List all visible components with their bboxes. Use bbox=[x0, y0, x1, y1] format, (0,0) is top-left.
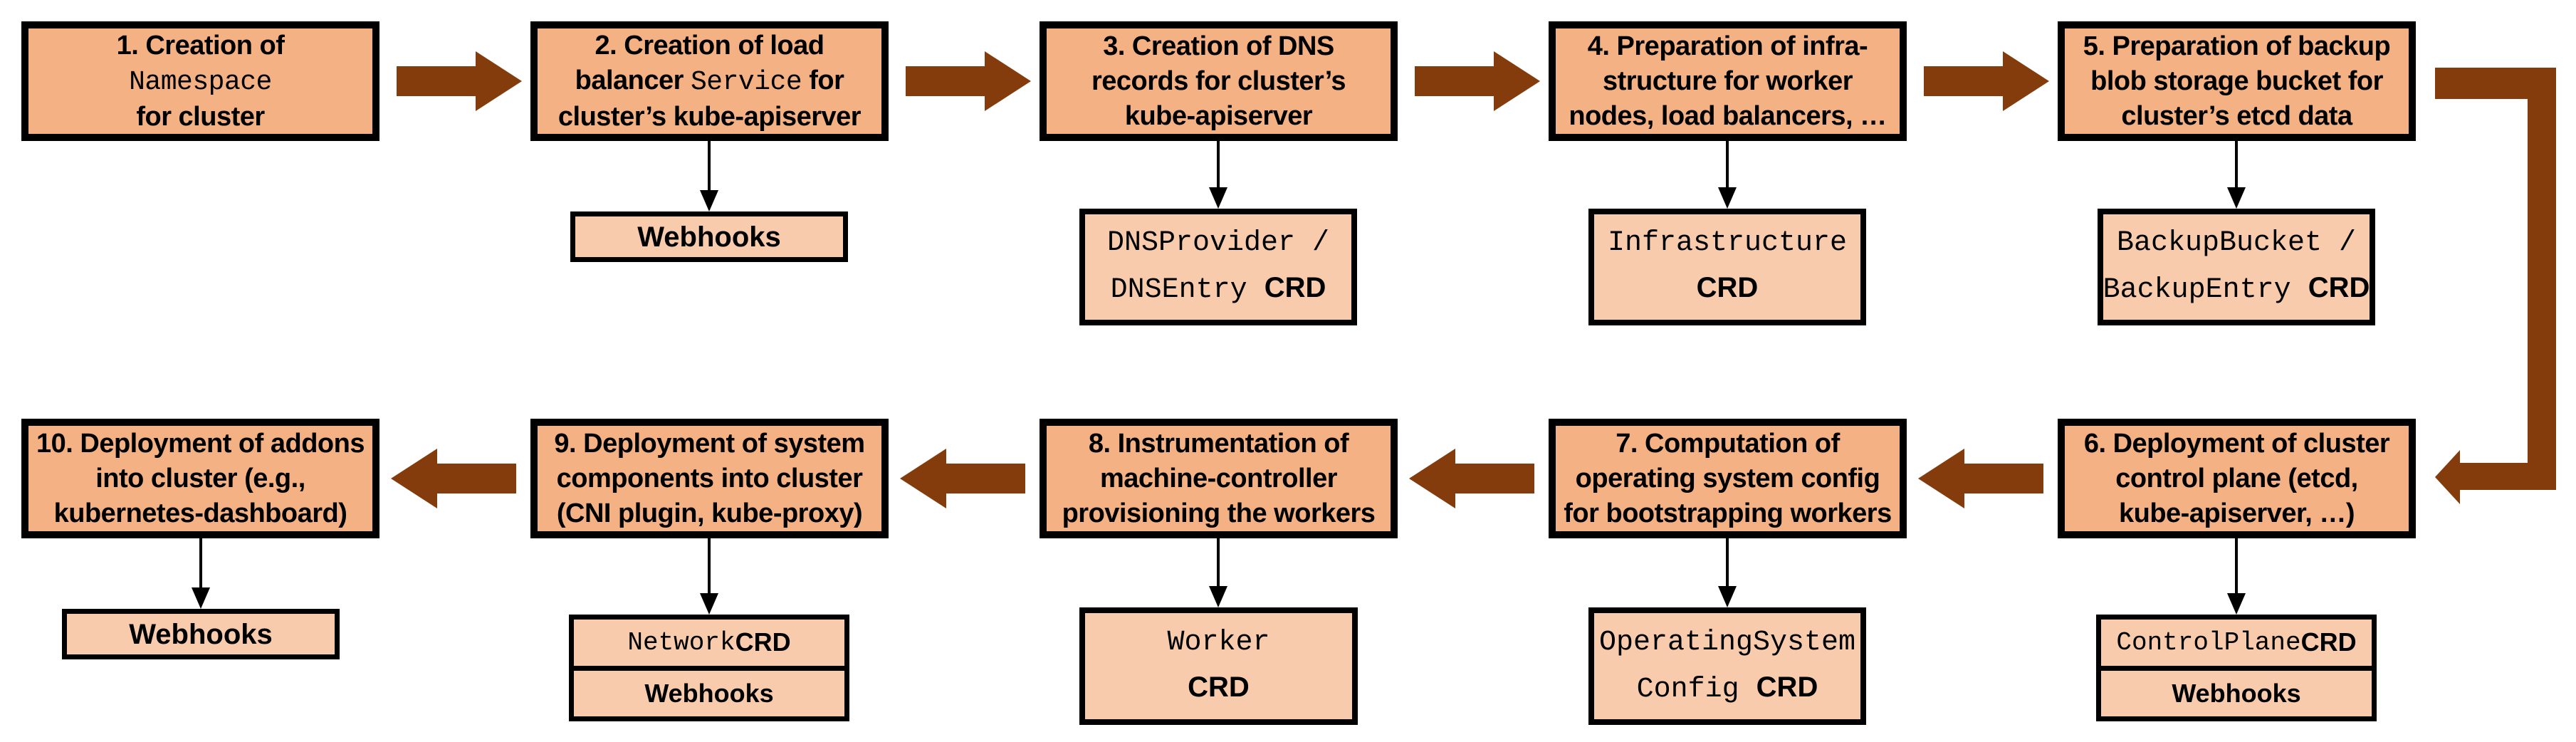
step-8-line-1: 8. Instrumentation of bbox=[1088, 428, 1349, 459]
crd-line: BackupEntry CRD bbox=[2103, 272, 2370, 306]
controlplane-crd-webhooks-stack: ControlPlane CRD Webhooks bbox=[2096, 615, 2377, 721]
connector-step-2-webhooks bbox=[700, 141, 718, 211]
step-3-line-1: 3. Creation of DNS bbox=[1103, 31, 1334, 61]
connector-step-6-crd bbox=[2227, 538, 2246, 615]
crd-line: Config CRD bbox=[1636, 671, 1818, 706]
step-2-line-3: cluster’s kube-apiserver bbox=[557, 101, 862, 132]
step-5-line-2: blob storage bucket for bbox=[2090, 66, 2383, 96]
step-9-line-1: 9. Deployment of system bbox=[554, 428, 865, 459]
step-box-9: 9. Deployment of system components into … bbox=[530, 419, 889, 538]
step-1-line-2: Namespace bbox=[129, 66, 272, 98]
step-box-2: 2. Creation of load balancer Service for… bbox=[530, 21, 889, 141]
network-crd-box: Network CRD bbox=[627, 627, 791, 657]
webhooks-label: Webhooks bbox=[637, 221, 781, 253]
step-box-5: 5. Preparation of backup blob storage bu… bbox=[2058, 21, 2416, 141]
backupbucket-backupentry-crd-box: BackupBucket / BackupEntry CRD bbox=[2098, 209, 2375, 325]
connector-step-5-crd bbox=[2227, 141, 2246, 209]
crd-line: BackupBucket / bbox=[2116, 227, 2357, 259]
webhooks-box-step-9: Webhooks bbox=[574, 665, 844, 717]
step-6-line-2: control plane (etcd, bbox=[2115, 463, 2358, 493]
step-box-8: 8. Instrumentation of machine-controller… bbox=[1040, 419, 1398, 538]
step-4-line-2: structure for worker bbox=[1602, 66, 1853, 96]
webhooks-label: Webhooks bbox=[129, 618, 273, 650]
step-6-line-1: 6. Deployment of cluster bbox=[2083, 428, 2390, 459]
crd-line: CRD bbox=[1696, 272, 1759, 303]
step-box-7: 7. Computation of operating system confi… bbox=[1549, 419, 1907, 538]
step-box-4: 4. Preparation of infra- structure for w… bbox=[1549, 21, 1907, 141]
flow-arrow-8-9 bbox=[900, 449, 1025, 508]
step-10-line-2: into cluster (e.g., bbox=[95, 463, 305, 493]
webhooks-box-step-10: Webhooks bbox=[62, 609, 340, 659]
step-3-line-2: records for cluster’s bbox=[1091, 66, 1346, 96]
step-box-1: 1. Creation of Namespace for cluster bbox=[21, 21, 379, 141]
connector-step-10-webhooks bbox=[192, 538, 210, 609]
connector-step-4-crd bbox=[1718, 141, 1737, 209]
flow-arrow-2-3 bbox=[906, 51, 1031, 111]
step-7-line-1: 7. Computation of bbox=[1616, 428, 1840, 459]
step-1-line-1: 1. Creation of bbox=[116, 30, 285, 61]
network-crd-webhooks-stack: Network CRD Webhooks bbox=[569, 615, 849, 721]
step-2-line-2: balancer Service for bbox=[575, 65, 844, 98]
step-4-line-3: nodes, load balancers, … bbox=[1569, 100, 1887, 131]
crd-line: Infrastructure bbox=[1607, 227, 1848, 259]
flow-arrow-3-4 bbox=[1415, 51, 1540, 111]
step-9-line-2: components into cluster bbox=[556, 463, 863, 493]
flow-arrow-7-8 bbox=[1409, 449, 1534, 508]
step-10-line-3: kubernetes-dashboard) bbox=[53, 498, 347, 528]
flow-arrow-4-5 bbox=[1924, 51, 2049, 111]
step-6-line-3: kube-apiserver, …) bbox=[2118, 498, 2355, 528]
dnsprovider-dnsentry-crd-box: DNSProvider / DNSEntry CRD bbox=[1079, 209, 1357, 325]
controlplane-crd-box: ControlPlane CRD bbox=[2116, 627, 2357, 657]
step-2-line-1: 2. Creation of load bbox=[595, 30, 824, 61]
step-7-line-2: operating system config bbox=[1575, 463, 1880, 493]
connector-step-3-crd bbox=[1209, 141, 1227, 209]
crd-line: DNSProvider / bbox=[1106, 227, 1330, 259]
step-8-line-2: machine-controller bbox=[1099, 463, 1338, 493]
step-3-line-3: kube-apiserver bbox=[1124, 100, 1313, 131]
crd-line: OperatingSystem bbox=[1598, 626, 1856, 659]
step-4-line-1: 4. Preparation of infra- bbox=[1587, 31, 1868, 61]
crd-line: Worker bbox=[1167, 626, 1270, 659]
connector-step-7-crd bbox=[1718, 538, 1737, 607]
flow-arrow-1-2 bbox=[397, 51, 522, 111]
step-9-line-3: (CNI plugin, kube-proxy) bbox=[556, 498, 863, 528]
connector-step-9-crd bbox=[700, 538, 718, 615]
step-7-line-3: for bootstrapping workers bbox=[1564, 498, 1892, 528]
step-box-3: 3. Creation of DNS records for cluster’s… bbox=[1040, 21, 1398, 141]
webhooks-box-step-6: Webhooks bbox=[2101, 665, 2372, 717]
operatingsystemconfig-crd-box: OperatingSystem Config CRD bbox=[1588, 607, 1866, 725]
step-1-line-3: for cluster bbox=[136, 101, 265, 132]
worker-crd-box: Worker CRD bbox=[1079, 607, 1358, 725]
wrap-arrow-5-6 bbox=[2435, 68, 2556, 504]
step-box-6: 6. Deployment of cluster control plane (… bbox=[2058, 419, 2416, 538]
flow-arrow-9-10 bbox=[391, 449, 516, 508]
flow-arrow-6-7 bbox=[1918, 449, 2043, 508]
step-5-line-1: 5. Preparation of backup bbox=[2083, 31, 2391, 61]
step-8-line-3: provisioning the workers bbox=[1062, 498, 1376, 528]
step-10-line-1: 10. Deployment of addons bbox=[36, 428, 365, 459]
crd-line: CRD bbox=[1188, 671, 1250, 703]
webhooks-box-step-2: Webhooks bbox=[570, 211, 848, 262]
step-5-line-3: cluster’s etcd data bbox=[2121, 100, 2352, 131]
step-box-10: 10. Deployment of addons into cluster (e… bbox=[21, 419, 379, 538]
crd-line: DNSEntry CRD bbox=[1110, 272, 1326, 306]
connector-step-8-crd bbox=[1209, 538, 1227, 607]
infrastructure-crd-box: Infrastructure CRD bbox=[1588, 209, 1866, 325]
